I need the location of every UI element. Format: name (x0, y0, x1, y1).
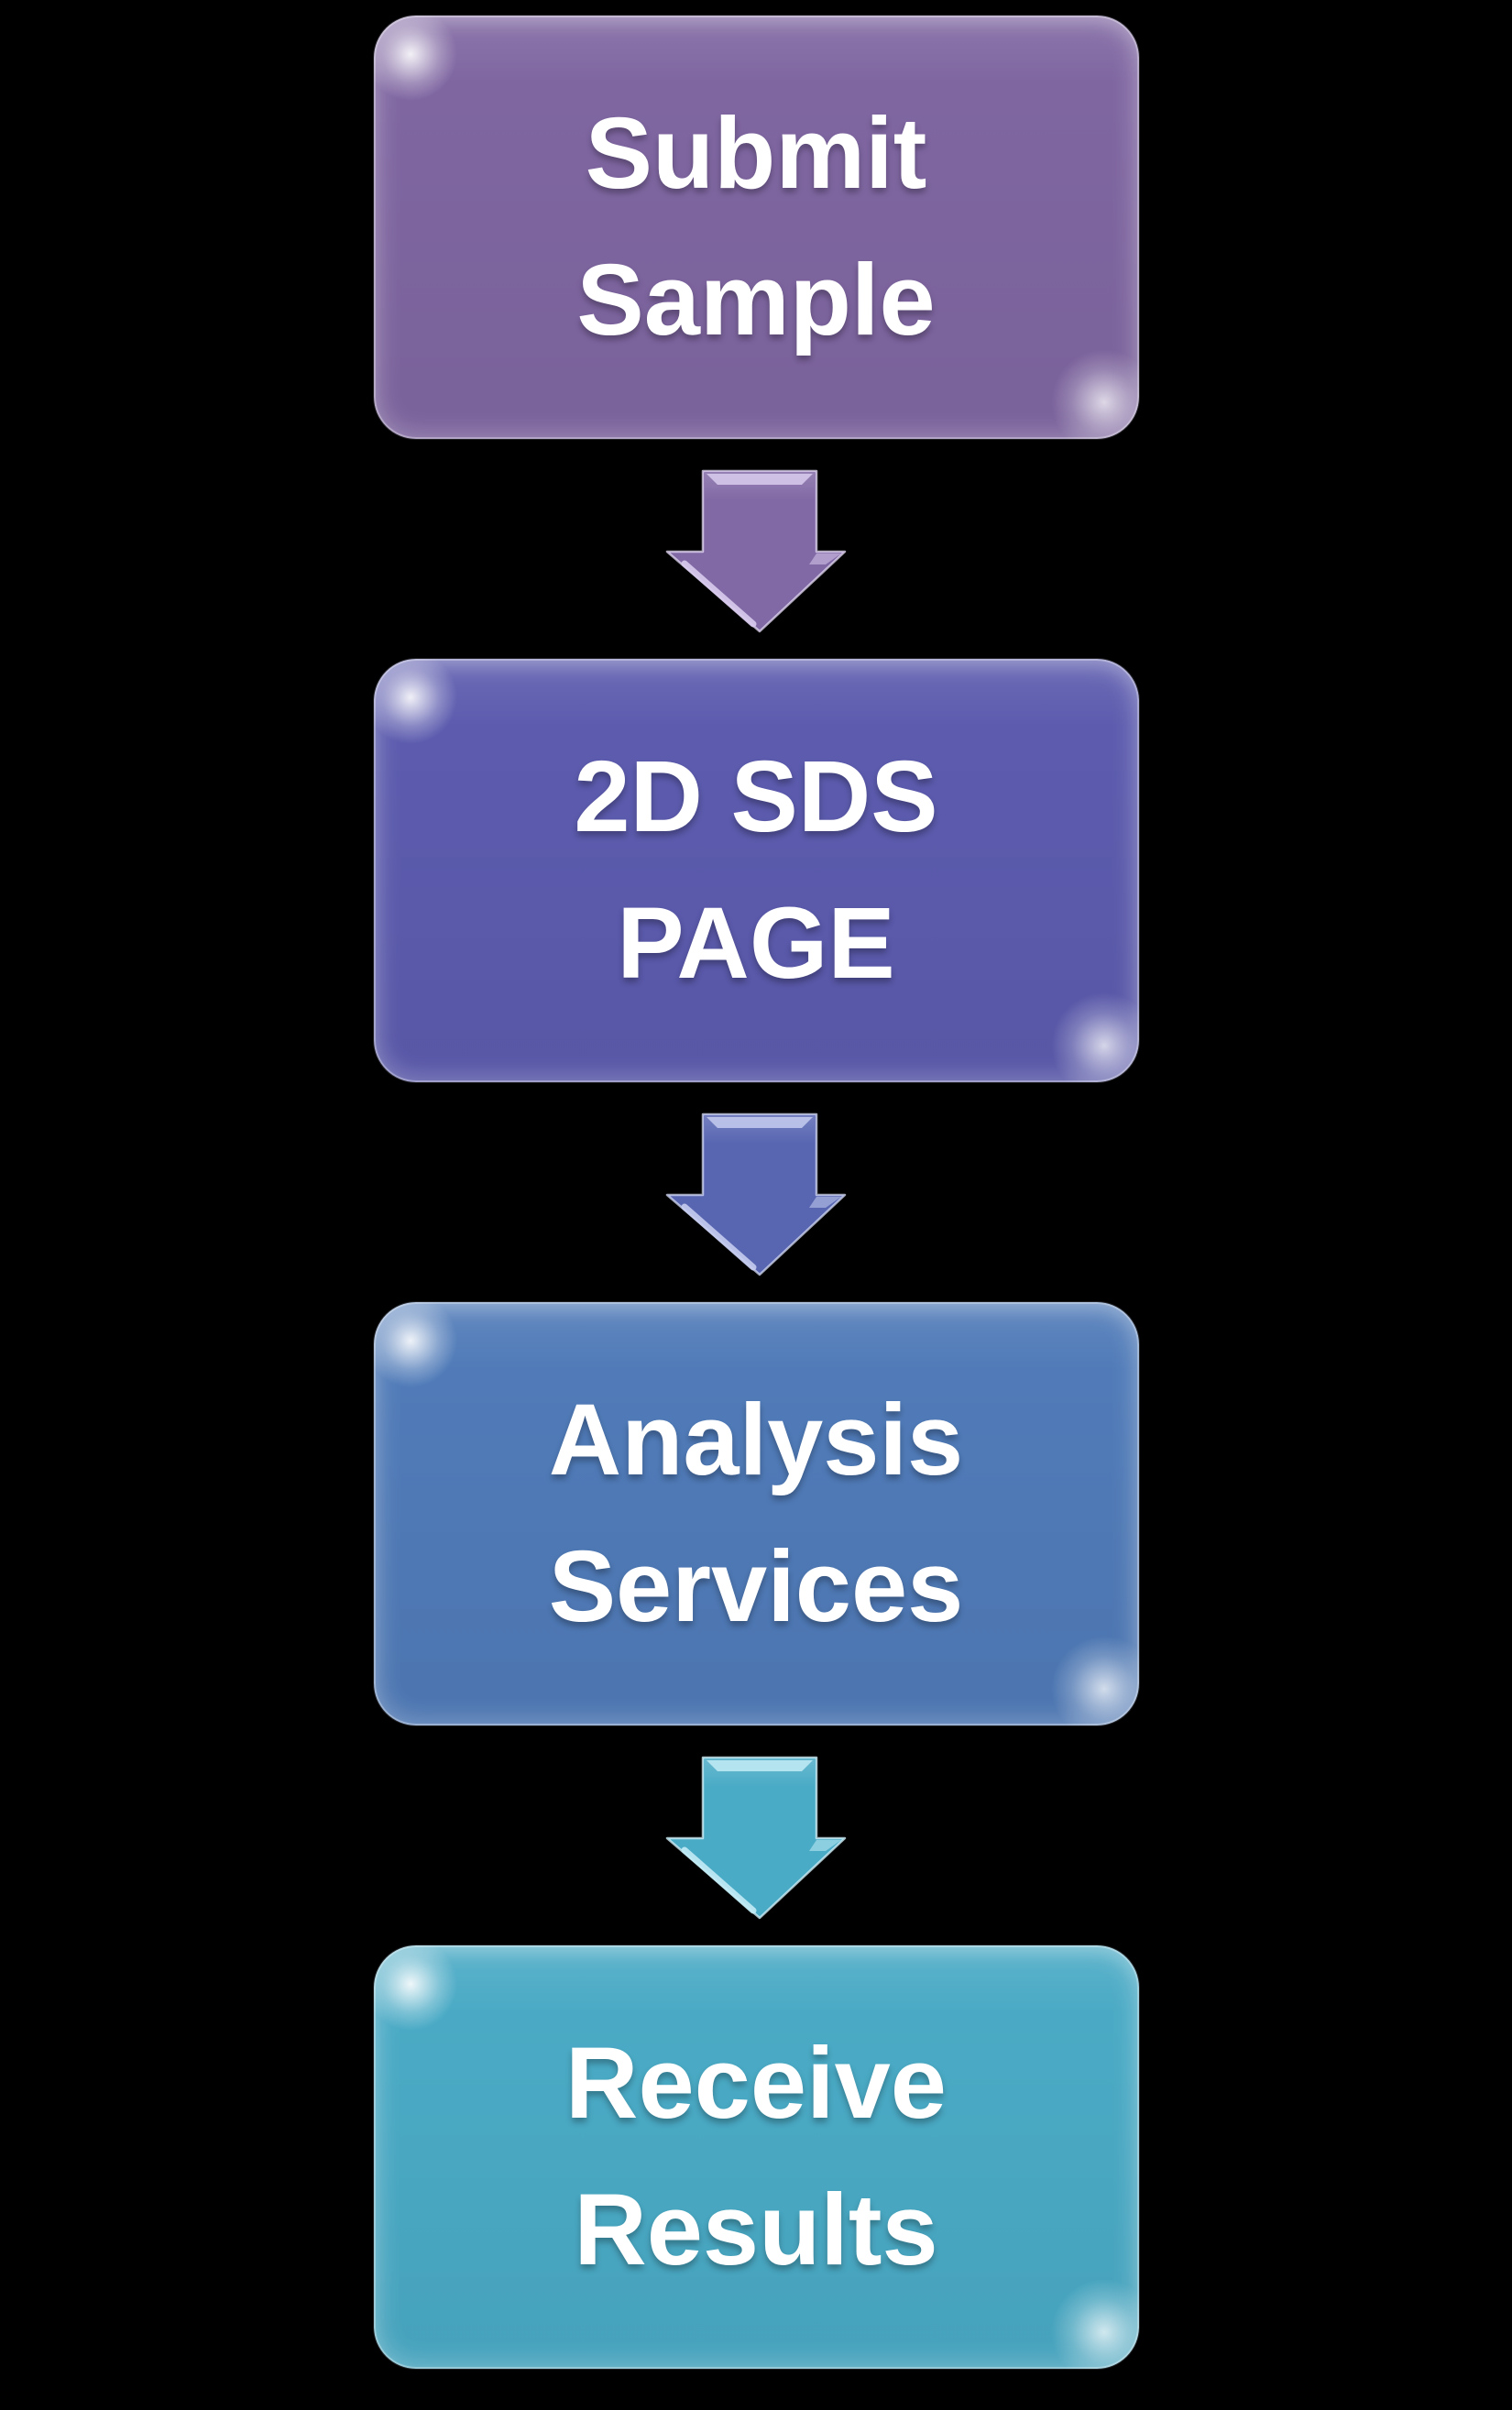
step-label-line: 2D SDS (574, 740, 938, 853)
flow-diagram: Submit Sample 2D SDS PAGE (0, 16, 1512, 2369)
flow-step-submit-sample: Submit Sample (373, 16, 1139, 439)
down-arrow-icon (665, 1112, 847, 1276)
flow-step-analysis-services: Analysis Services (373, 1302, 1139, 1725)
step-label-line: Analysis (548, 1384, 964, 1496)
down-arrow-icon (665, 469, 847, 633)
step-label-line: Submit (585, 97, 927, 210)
step-label-line: Results (574, 2174, 938, 2286)
flow-step-2d-sds-page: 2D SDS PAGE (373, 659, 1139, 1082)
arrow-connector (664, 1082, 848, 1302)
step-label-line: PAGE (617, 887, 895, 1000)
arrow-connector (664, 1725, 848, 1945)
down-arrow-icon (665, 1756, 847, 1920)
step-label-line: Services (548, 1530, 964, 1643)
arrow-connector (664, 439, 848, 659)
step-label-line: Sample (576, 244, 936, 356)
flow-step-receive-results: Receive Results (373, 1945, 1139, 2369)
step-label-line: Receive (565, 2027, 947, 2140)
